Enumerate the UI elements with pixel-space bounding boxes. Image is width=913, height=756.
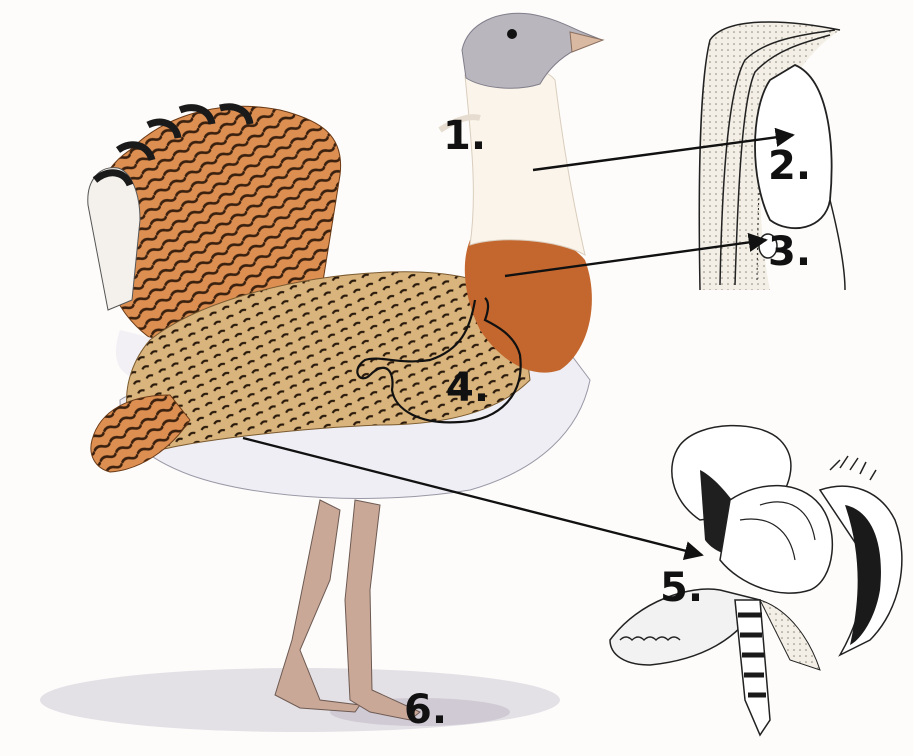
label-1: 1. — [443, 116, 486, 156]
head — [462, 13, 603, 88]
label-3: 3. — [768, 232, 811, 272]
inset-display-sketch — [610, 426, 902, 735]
neck — [440, 64, 585, 255]
label-2: 2. — [768, 146, 811, 186]
label-5: 5. — [660, 568, 703, 608]
label-4: 4. — [446, 368, 489, 408]
bustard-illustration — [88, 13, 603, 720]
label-6: 6. — [404, 690, 447, 730]
